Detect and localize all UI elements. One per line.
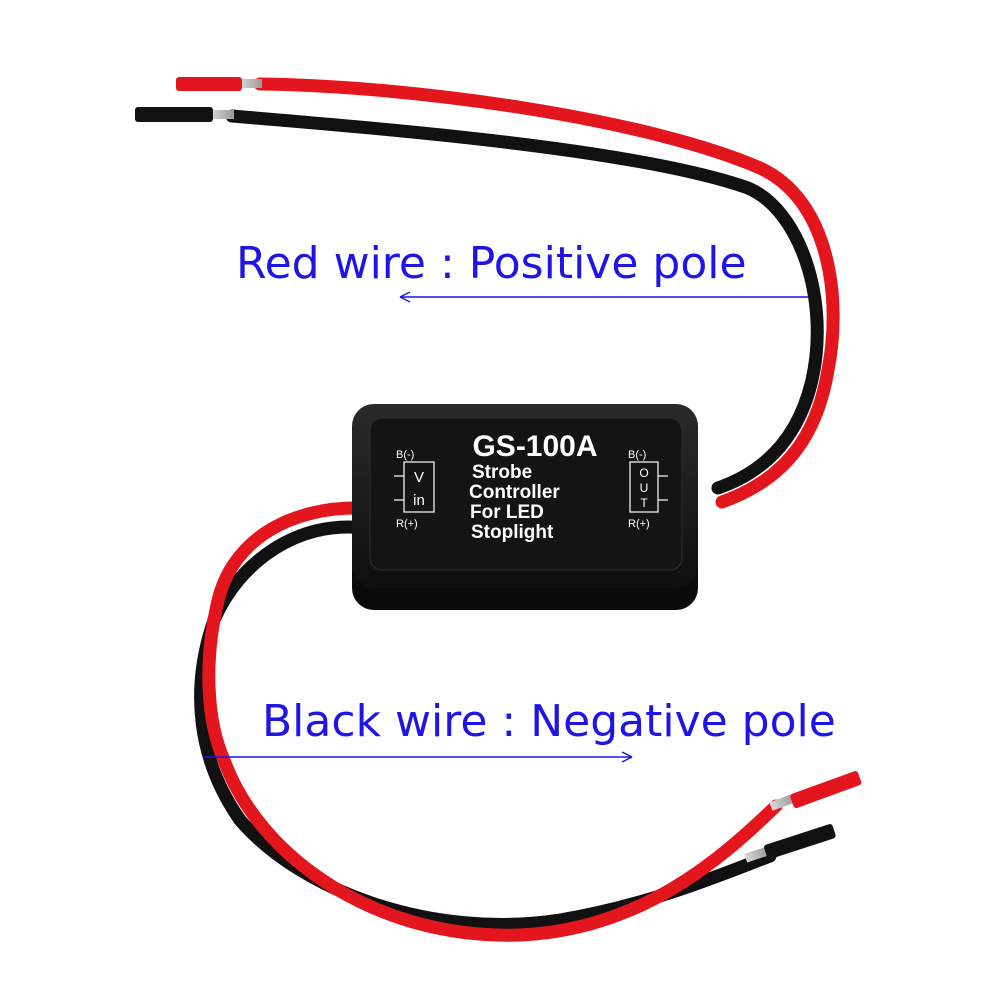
input-terminal-diagram: B(-) V in R(+) [394, 449, 435, 530]
output-top-terminal: B(-) [628, 449, 646, 461]
input-label-v: V [414, 469, 424, 486]
description-line-2: Controller [469, 482, 560, 503]
black-wire-pointer [204, 751, 633, 763]
bottom-red-tin [769, 794, 795, 811]
bottom-red-tip [790, 771, 862, 809]
top-black-wire [225, 109, 824, 495]
controller-module: GS-100A Strobe Controller For LED Stopli… [352, 404, 698, 610]
bottom-black-tin [744, 846, 770, 863]
description-line-1: Strobe [472, 462, 532, 483]
output-label-u: U [640, 481, 649, 495]
output-label-o: O [639, 466, 648, 480]
output-bottom-terminal: R(+) [628, 518, 650, 530]
input-label-in: in [413, 492, 425, 509]
bottom-black-tip [764, 824, 836, 860]
top-black-tip [135, 107, 213, 122]
top-black-tin [210, 110, 234, 119]
module-label-plate [369, 417, 683, 571]
input-top-terminal: B(-) [396, 449, 414, 461]
model-number: GS-100A [472, 430, 597, 463]
red-wire-callout: Red wire : Positive pole [236, 238, 747, 289]
black-wire-callout: Black wire : Negative pole [262, 696, 836, 747]
red-wire-pointer [399, 291, 808, 303]
description-line-3: For LED [470, 502, 544, 523]
bottom-red-wire [202, 501, 783, 942]
top-red-tin [240, 79, 262, 88]
description-line-4: Stoplight [471, 522, 554, 543]
output-label-t: T [640, 496, 648, 510]
input-bottom-terminal: R(+) [396, 518, 418, 530]
output-terminal-diagram: B(-) O U T R(+) [628, 449, 668, 530]
bottom-wire-pair [194, 501, 862, 942]
top-red-tip [176, 77, 242, 91]
top-wire-pair [135, 77, 840, 509]
top-red-wire [253, 77, 840, 509]
